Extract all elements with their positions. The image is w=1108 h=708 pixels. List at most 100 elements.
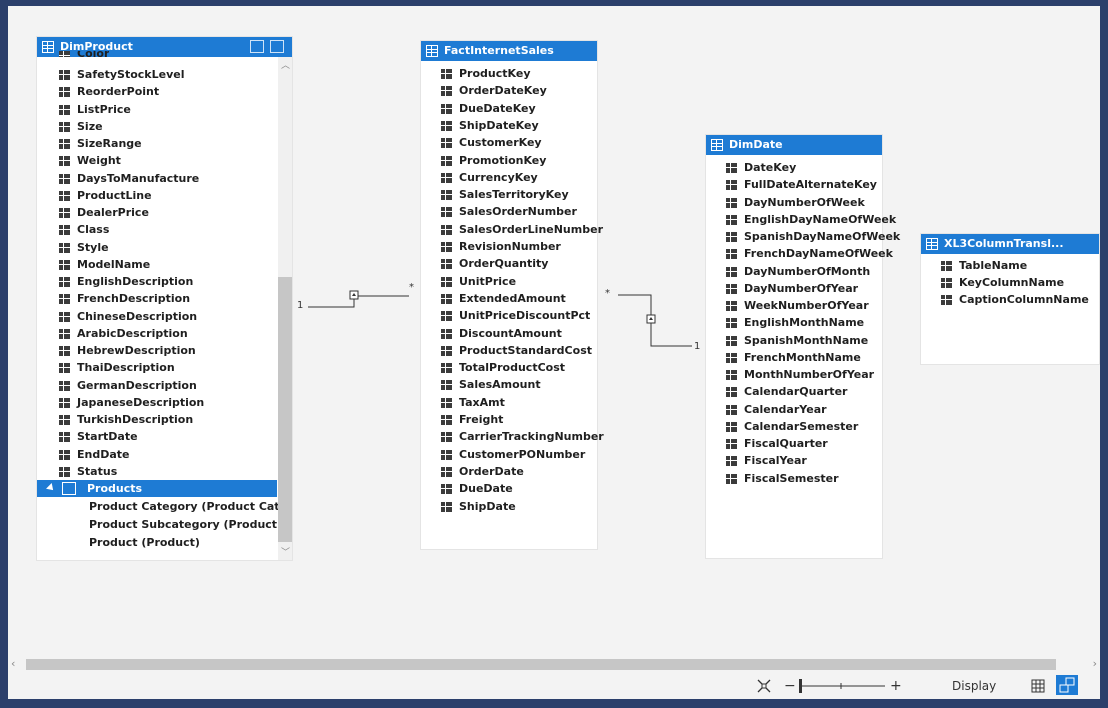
column-item[interactable]: ListPrice [59,101,131,118]
column-item[interactable]: ThaiDescription [59,359,175,376]
column-item[interactable]: Style [59,239,109,256]
column-item[interactable]: SpanishMonthName [726,332,868,349]
hierarchy-level[interactable]: Product (Product) [89,536,200,549]
column-item[interactable]: DealerPrice [59,204,149,221]
diagram-view-button[interactable] [1056,675,1078,695]
column-item[interactable]: Size [59,118,103,135]
scroll-right-icon[interactable]: › [1092,657,1097,670]
column-item[interactable]: ShipDateKey [441,117,539,134]
column-item[interactable]: FrenchDayNameOfWeek [726,245,893,262]
column-item[interactable]: ArabicDescription [59,325,188,342]
column-item[interactable]: OrderDate [441,463,524,480]
table-header[interactable]: DimDate [706,135,882,155]
column-item[interactable]: UnitPrice [441,273,516,290]
hierarchy-create-icon[interactable] [250,40,264,53]
column-item[interactable]: DueDate [441,480,513,497]
data-view-icon[interactable] [1030,678,1046,694]
column-item[interactable]: CalendarYear [726,401,827,418]
zoom-out-button[interactable]: − [784,678,796,694]
column-item[interactable]: ExtendedAmount [441,290,566,307]
column-item[interactable]: ShipDate [441,498,516,515]
column-item[interactable]: FiscalSemester [726,470,839,487]
column-item[interactable]: CalendarSemester [726,418,858,435]
maximize-icon[interactable] [270,40,284,53]
column-item[interactable]: Color [59,51,109,61]
column-item[interactable]: ProductStandardCost [441,342,592,359]
collapse-icon[interactable] [46,483,56,493]
column-item[interactable]: ProductKey [441,65,531,82]
column-item[interactable]: PromotionKey [441,152,546,169]
table-header[interactable]: XL3ColumnTransl... [921,234,1099,254]
scroll-down-icon[interactable]: ﹀ [281,548,291,558]
column-item[interactable]: EnglishDayNameOfWeek [726,211,896,228]
column-item[interactable]: TableName [941,257,1027,274]
column-item[interactable]: Freight [441,411,503,428]
column-item[interactable]: TaxAmt [441,394,505,411]
vertical-scrollbar[interactable]: ︿ ﹀ [278,57,292,560]
column-item[interactable]: UnitPriceDiscountPct [441,307,590,324]
column-item[interactable]: StartDate [59,428,138,445]
column-item[interactable]: Weight [59,152,121,169]
column-item[interactable]: SalesOrderLineNumber [441,221,603,238]
column-item[interactable]: DayNumberOfMonth [726,263,870,280]
column-item[interactable]: ChineseDescription [59,308,197,325]
horizontal-scrollbar[interactable]: ‹ › [8,656,1100,673]
column-item[interactable]: FiscalQuarter [726,435,828,452]
column-item[interactable]: CarrierTrackingNumber [441,428,604,445]
column-item[interactable]: WeekNumberOfYear [726,297,869,314]
scroll-left-icon[interactable]: ‹ [11,657,16,670]
column-item[interactable]: RevisionNumber [441,238,561,255]
table-header[interactable]: DimProduct [37,37,292,57]
column-item[interactable]: CustomerPONumber [441,446,585,463]
column-item[interactable]: DayNumberOfYear [726,280,858,297]
column-item[interactable]: EnglishDescription [59,273,193,290]
column-item[interactable]: SizeRange [59,135,142,152]
column-item[interactable]: TurkishDescription [59,411,193,428]
column-item[interactable]: DiscountAmount [441,325,562,342]
column-item[interactable]: SalesAmount [441,376,541,393]
column-item[interactable]: DaysToManufacture [59,170,199,187]
column-item[interactable]: SalesOrderNumber [441,203,577,220]
zoom-slider[interactable] [797,677,887,695]
column-item[interactable]: FullDateAlternateKey [726,176,877,193]
column-item[interactable]: SafetyStockLevel [59,66,184,83]
column-item[interactable]: Class [59,221,109,238]
column-item[interactable]: SpanishDayNameOfWeek [726,228,900,245]
column-item[interactable]: ModelName [59,256,150,273]
column-item[interactable]: HebrewDescription [59,342,196,359]
table-header[interactable]: FactInternetSales [421,41,597,61]
column-item[interactable]: SalesTerritoryKey [441,186,569,203]
column-item[interactable]: KeyColumnName [941,274,1064,291]
fit-to-window-icon[interactable] [756,678,772,694]
column-item[interactable]: DateKey [726,159,796,176]
diagram-canvas[interactable]: 1 * * 1 DimProduct Color SafetyStockLeve… [8,6,1100,656]
column-item[interactable]: ProductLine [59,187,152,204]
column-item[interactable]: Status [59,463,117,480]
column-item[interactable]: FiscalYear [726,452,807,469]
column-item[interactable]: GermanDescription [59,377,197,394]
column-item[interactable]: OrderQuantity [441,255,548,272]
scroll-thumb[interactable] [278,277,292,542]
column-item[interactable]: EndDate [59,446,130,463]
column-item[interactable]: EnglishMonthName [726,314,864,331]
column-item[interactable]: JapaneseDescription [59,394,204,411]
zoom-in-button[interactable]: + [890,678,902,694]
hierarchy-level[interactable]: Product Category (Product Category) [89,500,292,513]
scroll-up-icon[interactable]: ︿ [281,61,291,71]
column-item[interactable]: DayNumberOfWeek [726,194,865,211]
column-item[interactable]: CustomerKey [441,134,542,151]
column-item[interactable]: ReorderPoint [59,83,159,100]
hierarchy-level[interactable]: Product Subcategory (Product Sub... [89,518,292,531]
column-item[interactable]: FrenchMonthName [726,349,861,366]
scroll-thumb[interactable] [26,659,1056,670]
column-item[interactable]: FrenchDescription [59,290,190,307]
column-item[interactable]: TotalProductCost [441,359,565,376]
column-item[interactable]: CaptionColumnName [941,291,1089,308]
hierarchy-products[interactable]: Products [37,480,277,497]
column-item[interactable]: CalendarQuarter [726,383,847,400]
column-item[interactable]: CurrencyKey [441,169,538,186]
